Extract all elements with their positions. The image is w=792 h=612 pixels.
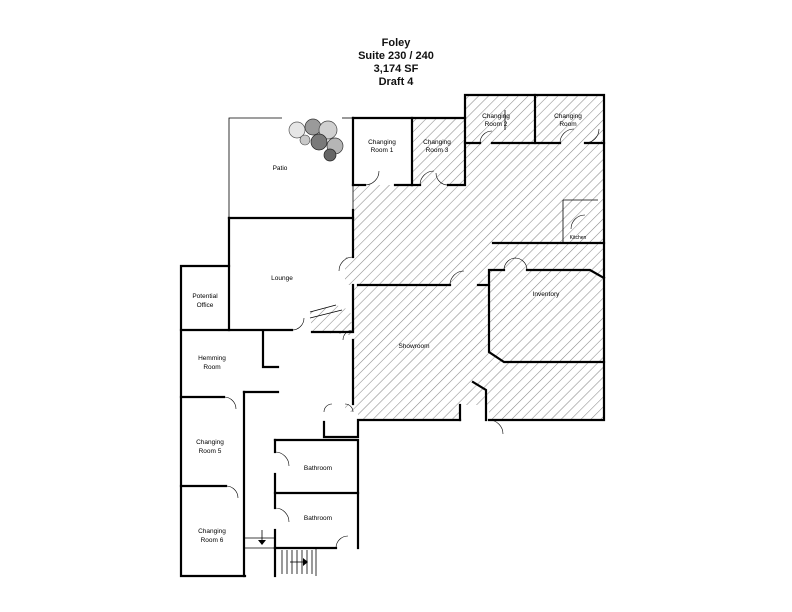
label-hemming-1: Hemming [198,355,226,362]
label-changing-room-3-2: Room 3 [426,147,449,154]
square-footage: 3,174 SF [373,63,419,75]
draft-number: Draft 4 [378,76,414,88]
stair-landing [310,305,353,335]
room-labels: Patio Lounge Potential Office Hemming Ro… [192,113,586,544]
project-name: Foley [381,37,411,49]
label-changing-room-6-1: Changing [198,528,226,535]
label-showroom: Showroom [398,343,429,350]
label-changing-room-2-2: Room 2 [485,121,508,128]
plant-cluster [288,118,344,162]
label-bathroom-b: Bathroom [304,515,332,522]
label-kitchen: Kitchen [570,235,587,241]
label-bathroom-a: Bathroom [304,465,332,472]
stairs [258,304,343,574]
label-inventory: Inventory [533,291,560,298]
label-hemming-2: Room [203,364,220,371]
walls [179,93,606,578]
label-changing-room-1-1: Changing [368,139,396,146]
label-changing-room-6-2: Room 6 [201,537,224,544]
label-changing-room-3-1: Changing [423,139,451,146]
label-patio: Patio [273,165,288,172]
label-changing-room-5-1: Changing [196,439,224,446]
label-changing-room-4-1: Changing [554,113,582,120]
label-potential-office-1: Potential [192,293,218,300]
label-potential-office-2: Office [197,302,214,309]
title-block: Foley Suite 230 / 240 3,174 SF Draft 4 [0,37,792,89]
suite-number: Suite 230 / 240 [358,50,434,62]
label-changing-room-4-2: Room [559,121,576,128]
door-swings [223,110,600,549]
label-changing-room-1-2: Room 1 [371,147,394,154]
label-changing-room-2-1: Changing [482,113,510,120]
label-changing-room-5-2: Room 5 [199,448,222,455]
hatched-sales-area [310,95,604,420]
label-lounge: Lounge [271,275,293,282]
